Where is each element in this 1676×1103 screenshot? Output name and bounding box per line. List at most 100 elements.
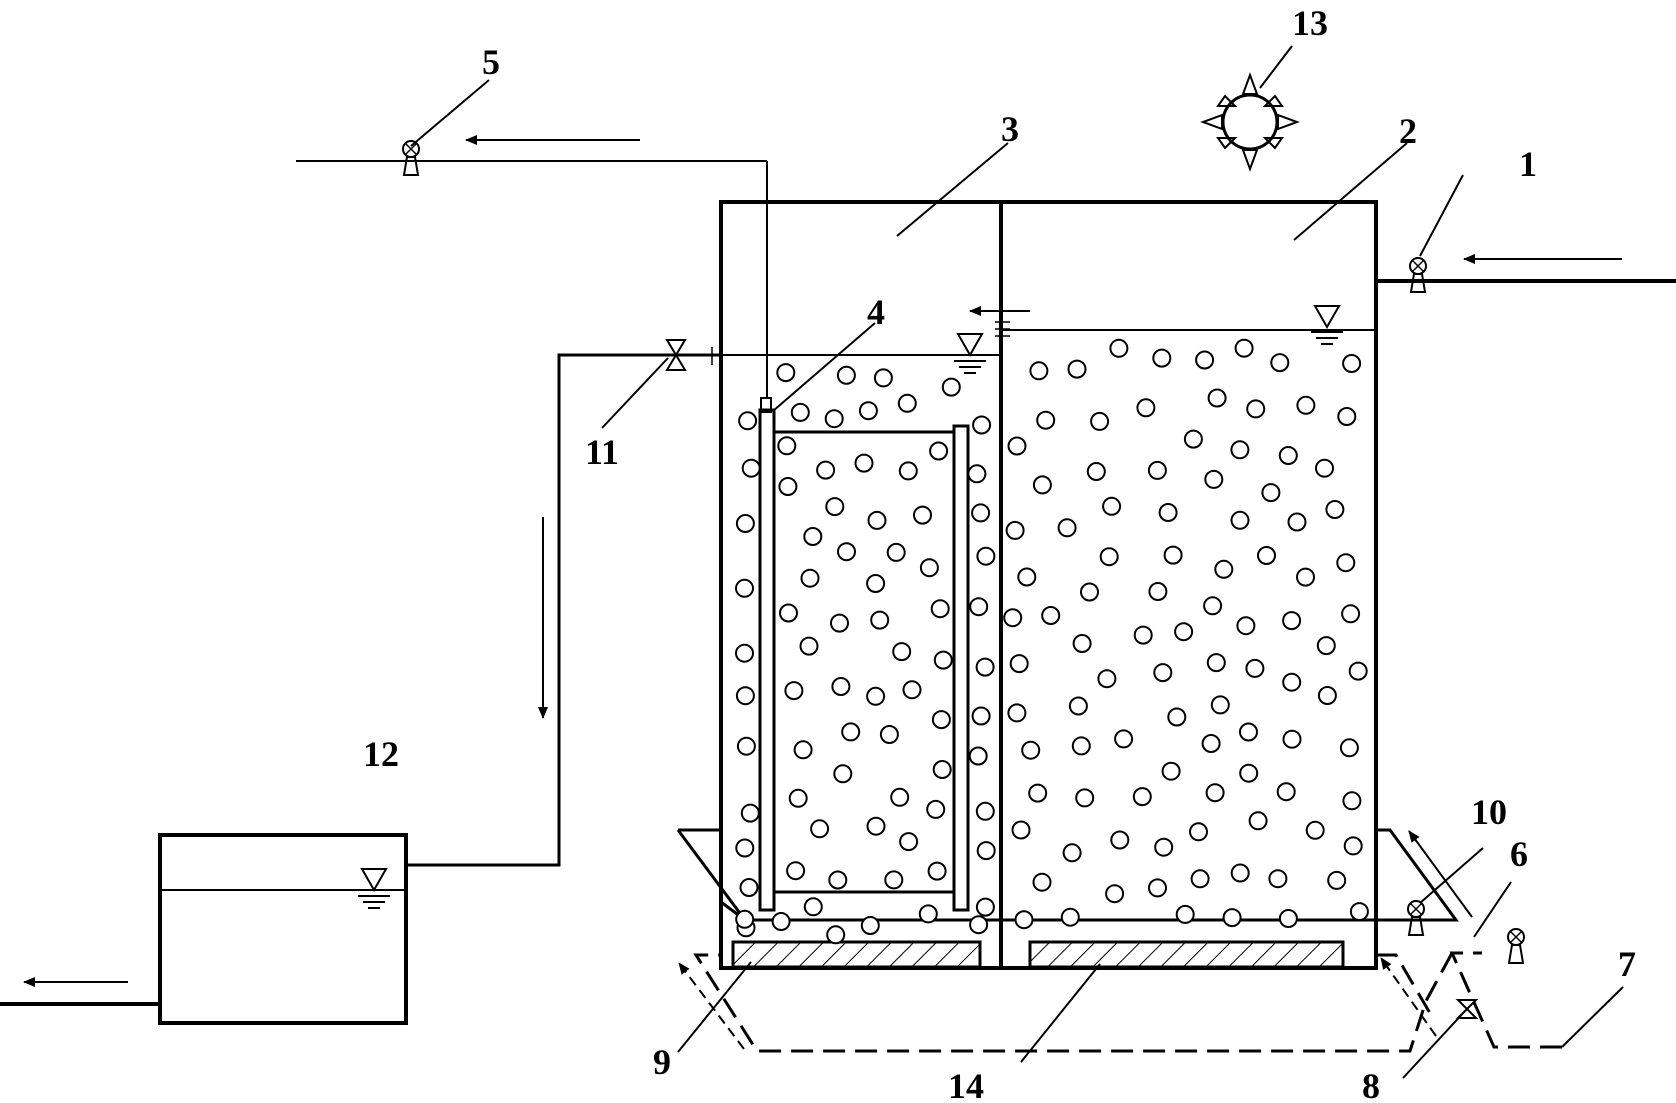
bubble-right-chamber [1276, 782, 1296, 802]
air-pipe-main [693, 952, 1454, 1053]
leader-9 [677, 961, 752, 1053]
overflow-flow [969, 306, 1030, 337]
bubble-left-outer [972, 415, 992, 435]
bubble-right-chamber [1214, 559, 1234, 579]
bubble-left-top [873, 368, 893, 388]
permeate-line [296, 135, 768, 398]
reactor-tank [719, 200, 1378, 970]
bubble-left-outer [741, 458, 761, 478]
bubble-right-chamber [1090, 411, 1110, 431]
bubble-membrane-interior [854, 453, 874, 473]
label-11: 11 [585, 432, 619, 472]
bubble-right-chamber [1239, 763, 1259, 783]
bubble-membrane-interior [779, 603, 798, 623]
label-4: 4 [867, 292, 885, 332]
bubble-right-chamber [1032, 872, 1052, 892]
bubble-right-chamber [1032, 475, 1052, 495]
bubble-membrane-interior [933, 650, 953, 670]
bubble-left-outer [735, 686, 755, 706]
bubble-right-chamber [1201, 734, 1221, 753]
leader-4 [772, 322, 876, 412]
bubble-right-chamber [1110, 830, 1130, 850]
bubble-right-chamber [1230, 440, 1250, 460]
bubble-right-chamber [1342, 354, 1362, 373]
bubble-membrane-interior [866, 574, 886, 593]
bubble-left-outer [971, 706, 991, 726]
bubble-membrane-interior [778, 477, 798, 496]
bubble-membrane-interior [929, 441, 949, 461]
bubble-right-chamber [1003, 608, 1023, 628]
bubble-membrane-interior [793, 740, 813, 760]
storage-tank-12 [0, 833, 408, 1025]
leader-5 [410, 79, 490, 147]
bubble-membrane-interior [786, 861, 806, 881]
bubble-membrane-interior [803, 527, 823, 546]
air-pipe-branch [1376, 953, 1436, 1021]
storage-tank-body [158, 833, 408, 1025]
bubble-right-chamber [1278, 909, 1298, 928]
bubble-membrane-interior [830, 613, 849, 633]
pump-6-icon [1507, 928, 1525, 964]
bubble-left-top [776, 363, 796, 383]
bubble-right-chamber [1315, 458, 1334, 478]
bubble-right-chamber [1152, 348, 1172, 368]
bubble-right-chamber [1349, 902, 1369, 922]
leader-6 [1473, 881, 1512, 938]
sun-icon [1200, 72, 1300, 172]
water-level-symbol-tank12 [358, 868, 390, 909]
label-3: 3 [1001, 109, 1019, 149]
bubble-membrane-interior [892, 642, 912, 662]
bubble-right-chamber [1268, 869, 1288, 889]
bubble-membrane-interior [919, 558, 939, 578]
bubble-left-top [941, 377, 961, 397]
label-6: 6 [1510, 834, 1528, 874]
bubble-right-chamber [1161, 761, 1181, 781]
bubble-left-outer [736, 736, 756, 756]
bubble-right-chamber [1021, 740, 1041, 760]
bubble-membrane-interior [777, 436, 797, 456]
bubble-left-outer [975, 801, 995, 821]
leader-1 [1419, 174, 1464, 257]
bubble-right-chamber [1105, 884, 1125, 904]
bubble-membrane-interior [799, 636, 819, 656]
bubble-right-chamber [1246, 399, 1266, 419]
effluent-pipe [406, 353, 721, 867]
bubble-left-top [897, 393, 917, 413]
bubble-right-chamber [1158, 503, 1178, 522]
leader-10 [1419, 847, 1484, 904]
bubble-right-chamber [1148, 582, 1168, 601]
label-7: 7 [1618, 944, 1636, 984]
bubble-right-chamber [1305, 820, 1325, 840]
bubble-right-chamber [1099, 547, 1119, 567]
bubble-left-outer [967, 464, 987, 484]
bubble-right-chamber [1175, 904, 1195, 924]
bubble-membrane-interior [899, 832, 919, 852]
bubble-membrane-interior [932, 760, 952, 779]
bubble-right-chamber [1239, 722, 1258, 742]
label-14: 14 [948, 1066, 984, 1103]
bubble-right-chamber [1230, 863, 1250, 883]
bubble-left-outer [976, 841, 996, 861]
bubble-left-outer [735, 514, 755, 533]
label-12: 12 [363, 734, 399, 774]
bubble-membrane-interior [841, 722, 861, 742]
bubble-right-chamber [1163, 545, 1183, 565]
bubble-right-chamber [1007, 436, 1027, 456]
bubble-right-chamber [1133, 625, 1153, 645]
bubble-membrane-interior [884, 870, 904, 890]
bubble-right-chamber [1336, 553, 1356, 573]
leader-13 [1259, 45, 1293, 89]
aerators [731, 940, 1345, 969]
leader-lines [410, 45, 1624, 1079]
bubble-right-chamber [1060, 907, 1080, 927]
leader-8 [1402, 1009, 1467, 1079]
bubble-left-outer [740, 803, 760, 823]
bubble-left-bottom [969, 915, 989, 935]
bubble-right-chamber [1167, 707, 1187, 727]
bubble-right-chamber [1342, 791, 1362, 811]
effluent-line [406, 339, 722, 867]
bubble-right-chamber [1343, 836, 1363, 856]
bubble-right-chamber [1183, 429, 1203, 449]
bubble-right-chamber [1210, 695, 1230, 715]
bubble-right-chamber [1153, 663, 1173, 683]
